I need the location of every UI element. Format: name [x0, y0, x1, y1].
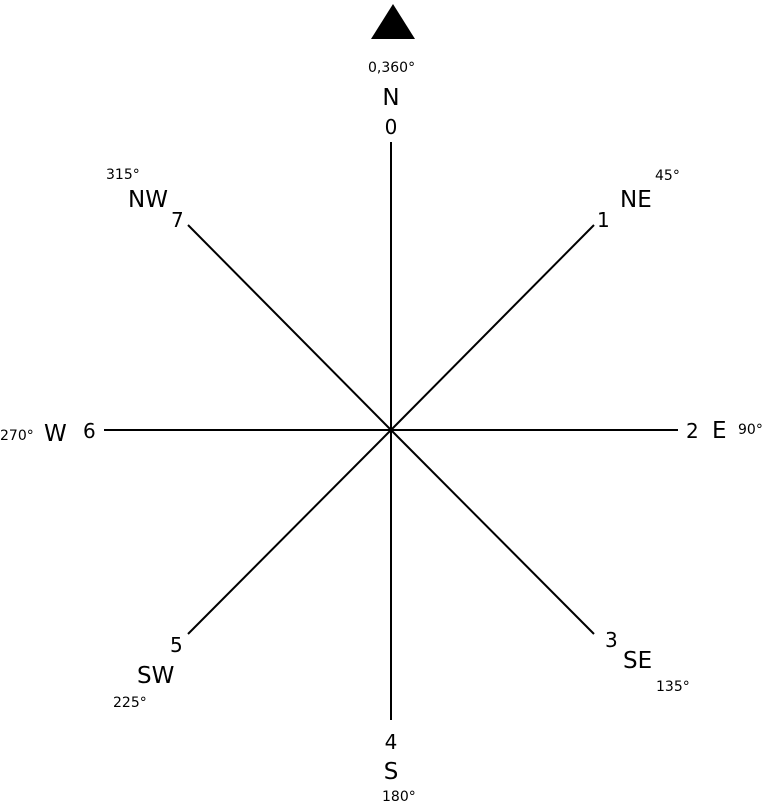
north-arrow-icon [371, 4, 415, 39]
degree-label-n: 0,360° [368, 60, 415, 76]
direction-label-e: E [712, 418, 727, 444]
spoke-sw [187, 429, 392, 635]
degree-label-ne: 45° [655, 168, 680, 184]
index-label-se: 3 [605, 628, 618, 652]
direction-label-s: S [384, 759, 399, 785]
direction-label-sw: SW [137, 663, 174, 689]
index-label-e: 2 [686, 419, 699, 443]
spoke-ne [390, 224, 595, 431]
index-label-w: 6 [83, 419, 96, 443]
index-label-ne: 1 [597, 208, 610, 232]
direction-label-nw: NW [128, 187, 168, 213]
direction-label-w: W [44, 421, 67, 447]
degree-label-e: 90° [738, 422, 763, 438]
degree-label-sw: 225° [113, 695, 147, 711]
degree-label-s: 180° [382, 789, 416, 803]
spoke-nw [187, 224, 392, 431]
direction-label-se: SE [623, 648, 652, 674]
spoke-se [390, 429, 595, 635]
index-label-nw: 7 [171, 208, 184, 232]
index-label-n: 0 [385, 115, 398, 139]
degree-label-w: 270° [0, 428, 34, 444]
degree-label-nw: 315° [106, 167, 140, 183]
degree-label-se: 135° [656, 679, 690, 695]
direction-label-n: N [382, 85, 399, 111]
direction-label-ne: NE [620, 187, 652, 213]
index-label-s: 4 [385, 730, 398, 754]
index-label-sw: 5 [170, 633, 183, 657]
